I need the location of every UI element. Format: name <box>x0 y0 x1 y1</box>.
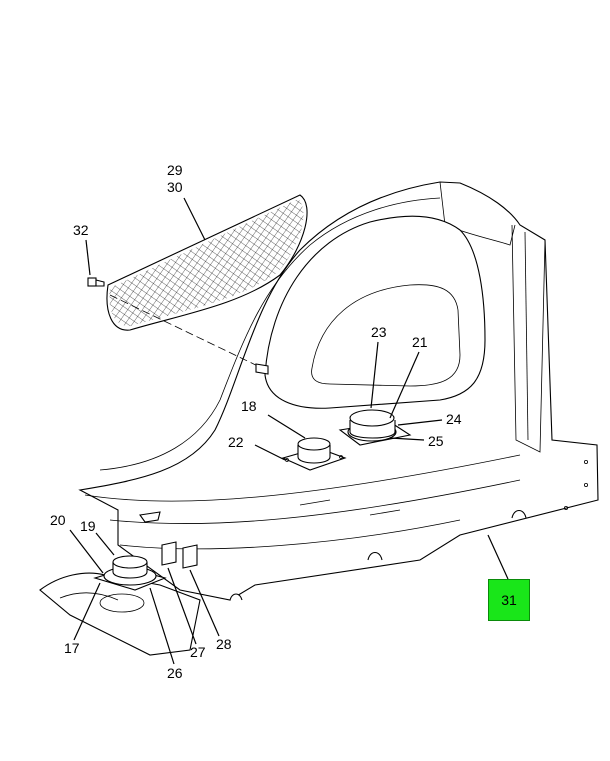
callout-17: 17 <box>64 640 80 656</box>
callout-31[interactable]: 31 <box>501 592 517 608</box>
callout-29: 29 <box>167 162 183 178</box>
highlight-box-31[interactable] <box>488 579 530 621</box>
callout-22: 22 <box>228 434 244 450</box>
callout-25: 25 <box>428 433 444 449</box>
callout-21: 21 <box>412 334 428 350</box>
speaker-grille <box>106 194 308 331</box>
callout-24: 24 <box>446 411 462 427</box>
connector-pair <box>161 541 198 569</box>
callout-30: 30 <box>167 179 183 195</box>
callout-18: 18 <box>241 398 257 414</box>
quarter-trim-panel <box>78 181 599 601</box>
callout-28: 28 <box>216 636 232 652</box>
speaker-middle-assembly <box>281 437 347 471</box>
clip-fastener <box>87 277 105 287</box>
speaker-lower-assembly <box>93 555 167 591</box>
callout-27: 27 <box>190 644 206 660</box>
callout-26: 26 <box>167 665 183 681</box>
leader-lines <box>69 197 509 665</box>
speaker-upper-assembly <box>338 409 412 446</box>
floor-corner-piece <box>39 572 201 656</box>
callout-23: 23 <box>371 324 387 340</box>
callout-20: 20 <box>50 512 66 528</box>
callout-32: 32 <box>73 222 89 238</box>
alignment-dashes <box>109 294 269 375</box>
callout-19: 19 <box>80 518 96 534</box>
